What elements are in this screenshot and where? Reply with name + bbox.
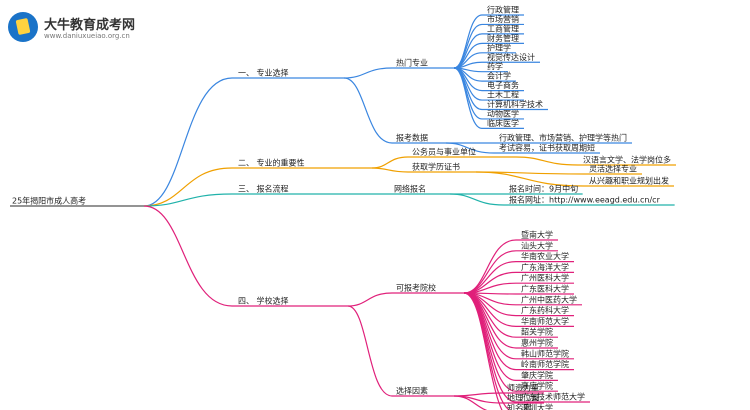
- leaf-node: 动物医学: [487, 108, 519, 118]
- leaf-node: 肇庆学院: [521, 370, 553, 380]
- group-to-leaf-connector: [453, 23, 483, 69]
- leaf-node: 广东医科大学: [521, 284, 569, 294]
- leaf-node: 深圳大学: [521, 402, 553, 410]
- book-icon: [8, 12, 38, 42]
- group-node: 报考数据: [396, 133, 428, 143]
- leaf-node: 行政管理: [487, 5, 519, 15]
- leaf-node: 视觉传达设计: [487, 52, 535, 62]
- brand-url: www.daniuxueiao.org.cn: [44, 32, 130, 40]
- leaf-node: 暨南大学: [521, 230, 553, 240]
- leaf-node: 考试容易，证书获取周期短: [499, 143, 595, 153]
- leaf-node: 土木工程: [487, 90, 519, 100]
- leaf-node: 华南师范大学: [521, 316, 569, 326]
- branch-node: 一、 专业选择: [238, 68, 289, 78]
- leaf-node: 汕头大学: [521, 240, 553, 250]
- leaf-node: 会计学: [487, 71, 511, 81]
- group-to-leaf-connector: [463, 292, 517, 349]
- group-to-leaf-connector: [449, 193, 505, 206]
- leaf-node: 灵活选择专业: [589, 164, 637, 174]
- leaf-node: 电子商务: [487, 80, 519, 90]
- branch-to-group-connector: [343, 67, 393, 79]
- root-to-branch-connector: [143, 77, 233, 207]
- leaf-node: 岭南师范学院: [521, 359, 569, 369]
- group-node: 网络报名: [394, 184, 426, 194]
- leaf-node: 嘉应学院: [521, 381, 553, 391]
- group-node: 选择因素: [396, 386, 428, 396]
- branch-to-group-connector: [371, 156, 409, 169]
- leaf-node: 广东药科大学: [521, 305, 569, 315]
- leaf-node: 计算机科学技术: [487, 99, 543, 109]
- group-to-leaf-connector: [475, 171, 585, 187]
- leaf-node: 工商管理: [487, 23, 519, 33]
- leaf-node: 华南农业大学: [521, 251, 569, 261]
- group-to-leaf-connector: [463, 261, 517, 294]
- leaf-node: 行政管理、市场营销、护理学等热门: [499, 133, 627, 143]
- root-to-branch-connector: [143, 205, 233, 307]
- leaf-node: 地理位置: [507, 393, 539, 403]
- group-to-leaf-connector: [445, 142, 495, 154]
- group-node: 公务员与事业单位: [412, 147, 476, 157]
- branch-node: 二、 专业的重要性: [238, 158, 305, 168]
- root-node: 25年揭阳市成人高考: [12, 196, 86, 206]
- leaf-node: 报名时间：9月中旬: [509, 184, 578, 194]
- root-to-branch-connector: [143, 167, 233, 207]
- group-node: 可报考院校: [396, 283, 436, 293]
- group-to-leaf-connector: [453, 392, 503, 397]
- leaf-node: 财务管理: [487, 33, 519, 43]
- leaf-node: 师资力量: [507, 383, 539, 393]
- leaf-node: 韩山师范学院: [521, 348, 569, 358]
- leaf-node: 汉语言文学、法学岗位多: [583, 155, 671, 165]
- leaf-node: 韶关学院: [521, 327, 553, 337]
- group-node: 热门专业: [396, 58, 428, 68]
- branch-to-group-connector: [347, 292, 393, 307]
- group-node: 获取学历证书: [412, 162, 460, 172]
- brand-title: 大牛教育成考网: [44, 18, 136, 33]
- branch-node: 三、 报名流程: [238, 184, 289, 194]
- leaf-node: 药学: [487, 61, 503, 71]
- brand-logo: 大牛教育成考网 www.daniuxueiao.org.cn: [8, 10, 168, 46]
- leaf-node: 临床医学: [487, 118, 519, 128]
- leaf-node: 惠州学院: [521, 338, 553, 348]
- root-to-branch-connector: [143, 193, 233, 207]
- group-to-leaf-connector: [463, 239, 517, 294]
- branch-node: 四、 学校选择: [238, 296, 289, 306]
- leaf-node: 护理学: [487, 42, 511, 52]
- leaf-node: 报名网址：http://www.eeagd.edu.cn/cr: [509, 195, 661, 205]
- leaf-node: 广州医科大学: [521, 273, 569, 283]
- group-to-leaf-connector: [463, 292, 503, 410]
- leaf-node: 广东海洋大学: [521, 262, 569, 272]
- branch-to-group-connector: [371, 167, 409, 173]
- branch-to-group-connector: [343, 77, 393, 144]
- branch-to-group-connector: [347, 305, 393, 397]
- leaf-node: 广东技术师范大学: [521, 392, 585, 402]
- group-to-leaf-connector: [453, 395, 488, 410]
- group-to-leaf-connector: [463, 250, 517, 294]
- group-to-leaf-connector: [515, 156, 579, 166]
- leaf-node: 知名度: [507, 403, 531, 410]
- leaf-node: 从兴趣和职业规划出发: [589, 176, 669, 186]
- group-to-leaf-connector: [453, 67, 483, 129]
- leaf-node: 广州中医药大学: [521, 294, 577, 304]
- leaf-node: 市场营销: [487, 14, 519, 24]
